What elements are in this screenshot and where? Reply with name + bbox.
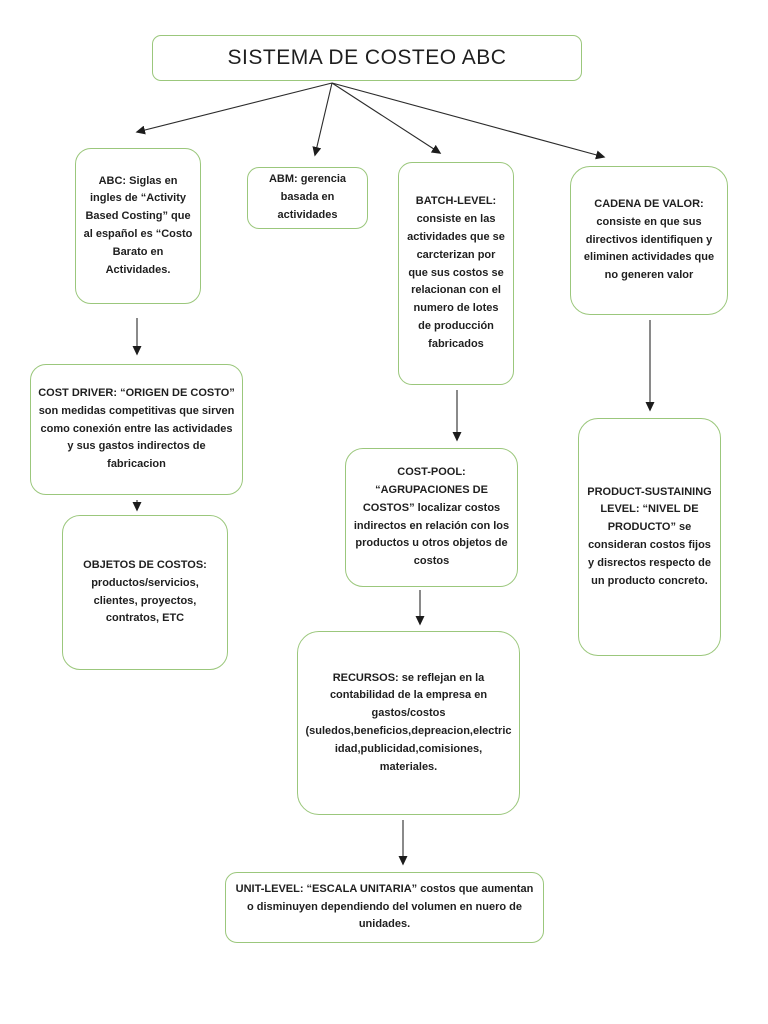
arrow-title-to-batch bbox=[331, 82, 442, 154]
node-abc: ABC: Siglas en ingles de “Activity Based… bbox=[75, 148, 201, 304]
node-product-sustaining-level: PRODUCT-SUSTAINING LEVEL: “NIVEL DE PROD… bbox=[578, 418, 721, 656]
node-recursos-text: RECURSOS: se reflejan en la contabilidad… bbox=[305, 671, 512, 773]
arrow-title-to-abm bbox=[312, 82, 333, 157]
node-batch-level: BATCH-LEVEL: consiste en las actividades… bbox=[398, 162, 514, 385]
node-cost-pool-text: COST-POOL: “AGRUPACIONES DE COSTOS” loca… bbox=[353, 466, 510, 568]
node-cadena-de-valor-text: CADENA DE VALOR: consiste en que sus dir… bbox=[583, 197, 715, 282]
node-cadena-de-valor: CADENA DE VALOR: consiste en que sus dir… bbox=[570, 166, 728, 315]
node-abm: ABM: gerencia basada en actividades bbox=[247, 167, 368, 229]
node-cost-driver: COST DRIVER: “ORIGEN DE COSTO” son medid… bbox=[30, 364, 243, 495]
node-unit-level-text: UNIT-LEVEL: “ESCALA UNITARIA” costos que… bbox=[235, 882, 534, 931]
node-abc-text: ABC: Siglas en ingles de “Activity Based… bbox=[83, 174, 193, 276]
node-objetos-de-costos-text: OBJETOS DE COSTOS: productos/servicios, … bbox=[83, 558, 207, 625]
title-box: SISTEMA DE COSTEO ABC bbox=[152, 35, 582, 81]
node-recursos: RECURSOS: se reflejan en la contabilidad… bbox=[297, 631, 520, 815]
arrow-title-to-cadena bbox=[331, 82, 606, 160]
node-unit-level: UNIT-LEVEL: “ESCALA UNITARIA” costos que… bbox=[225, 872, 544, 943]
arrow-title-to-abc bbox=[135, 82, 333, 135]
node-cost-driver-text: COST DRIVER: “ORIGEN DE COSTO” son medid… bbox=[38, 386, 235, 471]
node-product-sustaining-level-text: PRODUCT-SUSTAINING LEVEL: “NIVEL DE PROD… bbox=[587, 485, 712, 587]
title-text: SISTEMA DE COSTEO ABC bbox=[227, 46, 507, 70]
node-objetos-de-costos: OBJETOS DE COSTOS: productos/servicios, … bbox=[62, 515, 228, 670]
node-abm-text: ABM: gerencia basada en actividades bbox=[268, 173, 347, 221]
node-batch-level-text: BATCH-LEVEL: consiste en las actividades… bbox=[407, 195, 505, 350]
node-cost-pool: COST-POOL: “AGRUPACIONES DE COSTOS” loca… bbox=[345, 448, 518, 587]
